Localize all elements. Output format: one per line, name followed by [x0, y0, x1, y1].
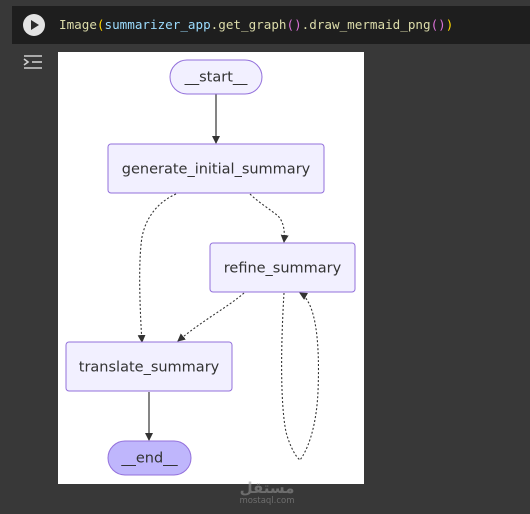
- watermark: مستقل mostaql.com: [232, 480, 302, 506]
- node-translate-shape: [65, 341, 233, 392]
- node-generate-shape: [107, 143, 325, 194]
- edge-generate-refine: [249, 193, 289, 243]
- code-cell[interactable]: Image(summarizer_app.get_graph().draw_me…: [12, 6, 530, 44]
- code-paren: (: [96, 17, 105, 32]
- watermark-text: mostaql.com: [239, 496, 295, 506]
- node-refine-shape: [209, 242, 356, 293]
- code-method-draw: .draw_mermaid_png: [301, 17, 431, 32]
- node-end-label: __end__: [120, 451, 178, 467]
- edge-generate-translate: [137, 193, 177, 343]
- node-generate-label: generate_initial_summary: [122, 162, 311, 178]
- output-collapse-icon[interactable]: [22, 53, 44, 71]
- code-line[interactable]: Image(summarizer_app.get_graph().draw_me…: [59, 17, 453, 32]
- node-start-shape: [169, 59, 263, 95]
- edge-refine-translate: [177, 292, 245, 342]
- node-end-shape: [107, 440, 192, 476]
- play-icon[interactable]: [23, 14, 45, 36]
- graph-output-image: __start__ generate_initial_summary refin…: [58, 52, 364, 484]
- node-translate-label: translate_summary: [79, 360, 220, 376]
- edge-refine-loop: [281, 292, 320, 461]
- code-method-get-graph: .get_graph: [210, 17, 287, 32]
- code-paren: ): [445, 17, 454, 32]
- node-refine-label: refine_summary: [224, 261, 342, 277]
- code-function: Image: [59, 17, 97, 32]
- node-start-label: __start__: [184, 70, 249, 86]
- code-paren: (): [286, 17, 302, 32]
- watermark-logo: مستقل: [239, 479, 295, 497]
- code-argument: summarizer_app: [104, 17, 211, 32]
- code-paren: (): [430, 17, 446, 32]
